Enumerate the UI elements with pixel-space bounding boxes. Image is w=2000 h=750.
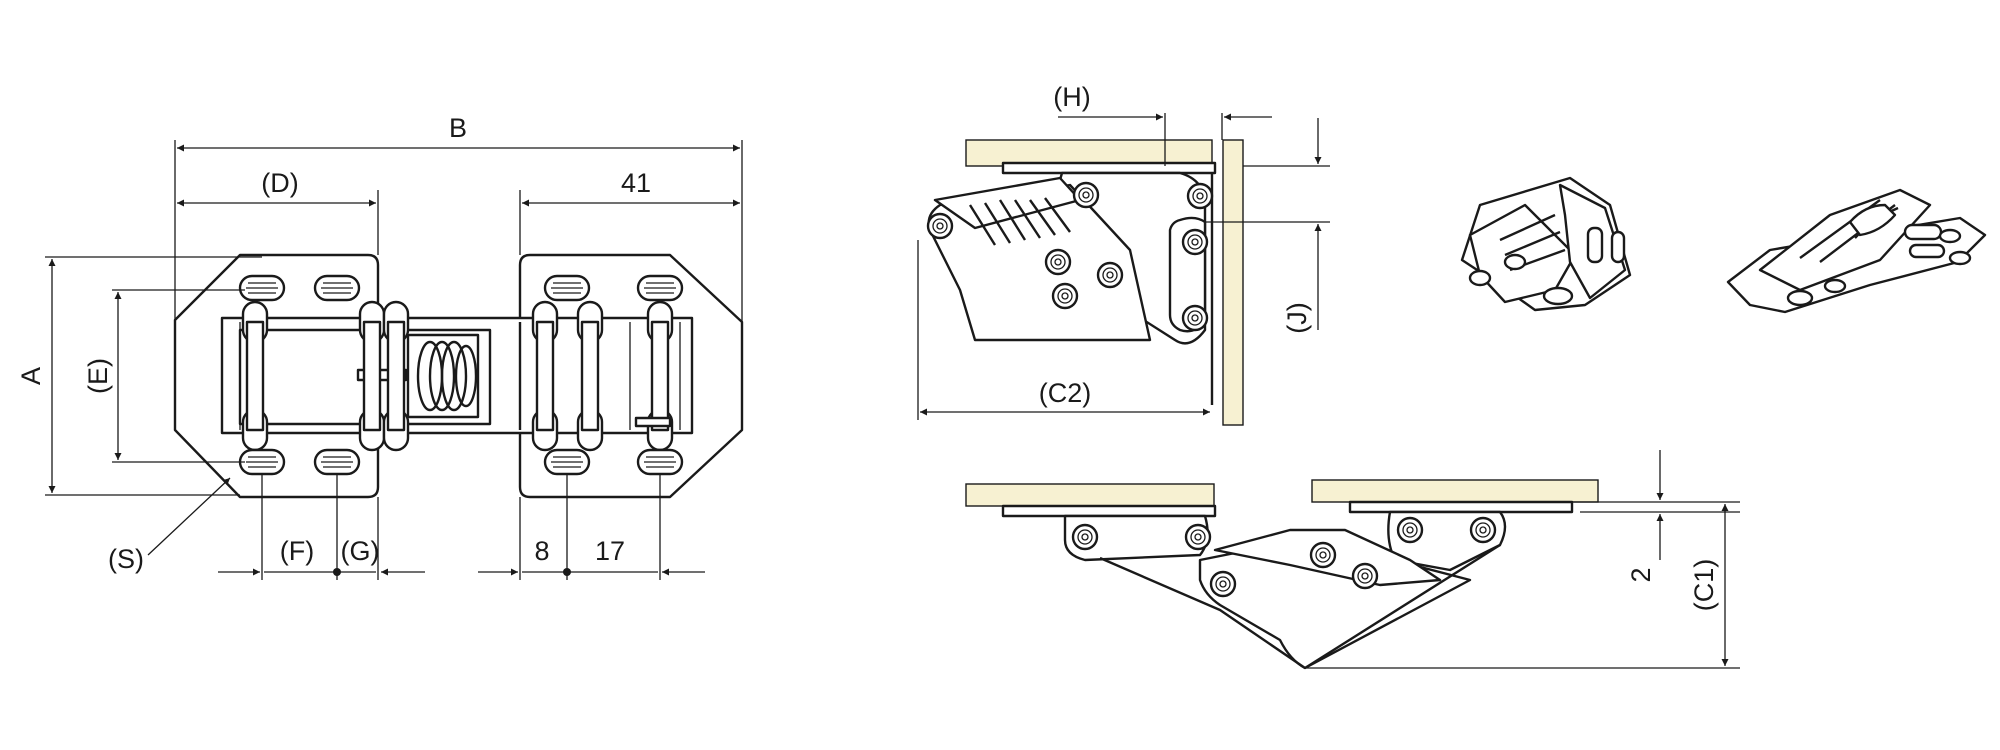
extension-lines <box>45 140 743 580</box>
dimension-A: A <box>16 259 56 493</box>
cabinet-panel-side <box>1222 139 1244 426</box>
label-J: (J) <box>1282 302 1312 333</box>
dimension-J: (J) <box>1205 118 1330 334</box>
hinge-pins <box>241 300 674 452</box>
dimension-E: (E) <box>83 292 122 460</box>
dimension-C2: (C2) <box>917 240 1210 420</box>
cabinet-panel-right <box>1311 479 1599 503</box>
dimension-B: B <box>177 113 740 152</box>
dimension-8-17: 8 17 <box>478 536 705 576</box>
dimension-2: 2 <box>1572 450 1740 583</box>
label-S: (S) <box>108 544 144 574</box>
hinge-3d-view-closed <box>1726 188 1987 314</box>
label-A: A <box>16 367 46 385</box>
leader-S: (S) <box>108 477 231 574</box>
label-B: B <box>449 113 467 143</box>
label-8: 8 <box>534 536 549 566</box>
label-F: (F) <box>280 536 314 566</box>
label-D: (D) <box>261 168 298 198</box>
label-E: (E) <box>83 358 113 394</box>
spring-coil <box>356 333 480 419</box>
hinge-arm-left <box>1063 514 1209 562</box>
label-C2: (C2) <box>1039 378 1092 408</box>
label-17: 17 <box>595 536 625 566</box>
hinge-side-view-closed: (H) (J) (C2) <box>917 82 1330 426</box>
dimension-D: (D) <box>177 168 376 207</box>
hinge-3d-view-open <box>1460 176 1632 312</box>
hinge-side-view-open: 2 (C1) <box>965 450 1740 670</box>
label-C1: (C1) <box>1689 559 1719 612</box>
dimension-F-G: (F) (G) <box>218 536 425 576</box>
hinge-top-view: B (D) 41 A (E) (S) <box>16 113 744 580</box>
cabinet-panel-left <box>965 483 1215 507</box>
label-41: 41 <box>621 168 651 198</box>
label-2: 2 <box>1626 567 1656 582</box>
spring-coil-side <box>968 197 1071 246</box>
label-H: (H) <box>1053 82 1090 112</box>
label-G: (G) <box>341 536 380 566</box>
dimension-41: 41 <box>522 168 740 207</box>
cabinet-panel-top <box>965 139 1213 167</box>
dimension-C1: (C1) <box>1305 504 1740 669</box>
dimension-H: (H) <box>1053 82 1272 166</box>
